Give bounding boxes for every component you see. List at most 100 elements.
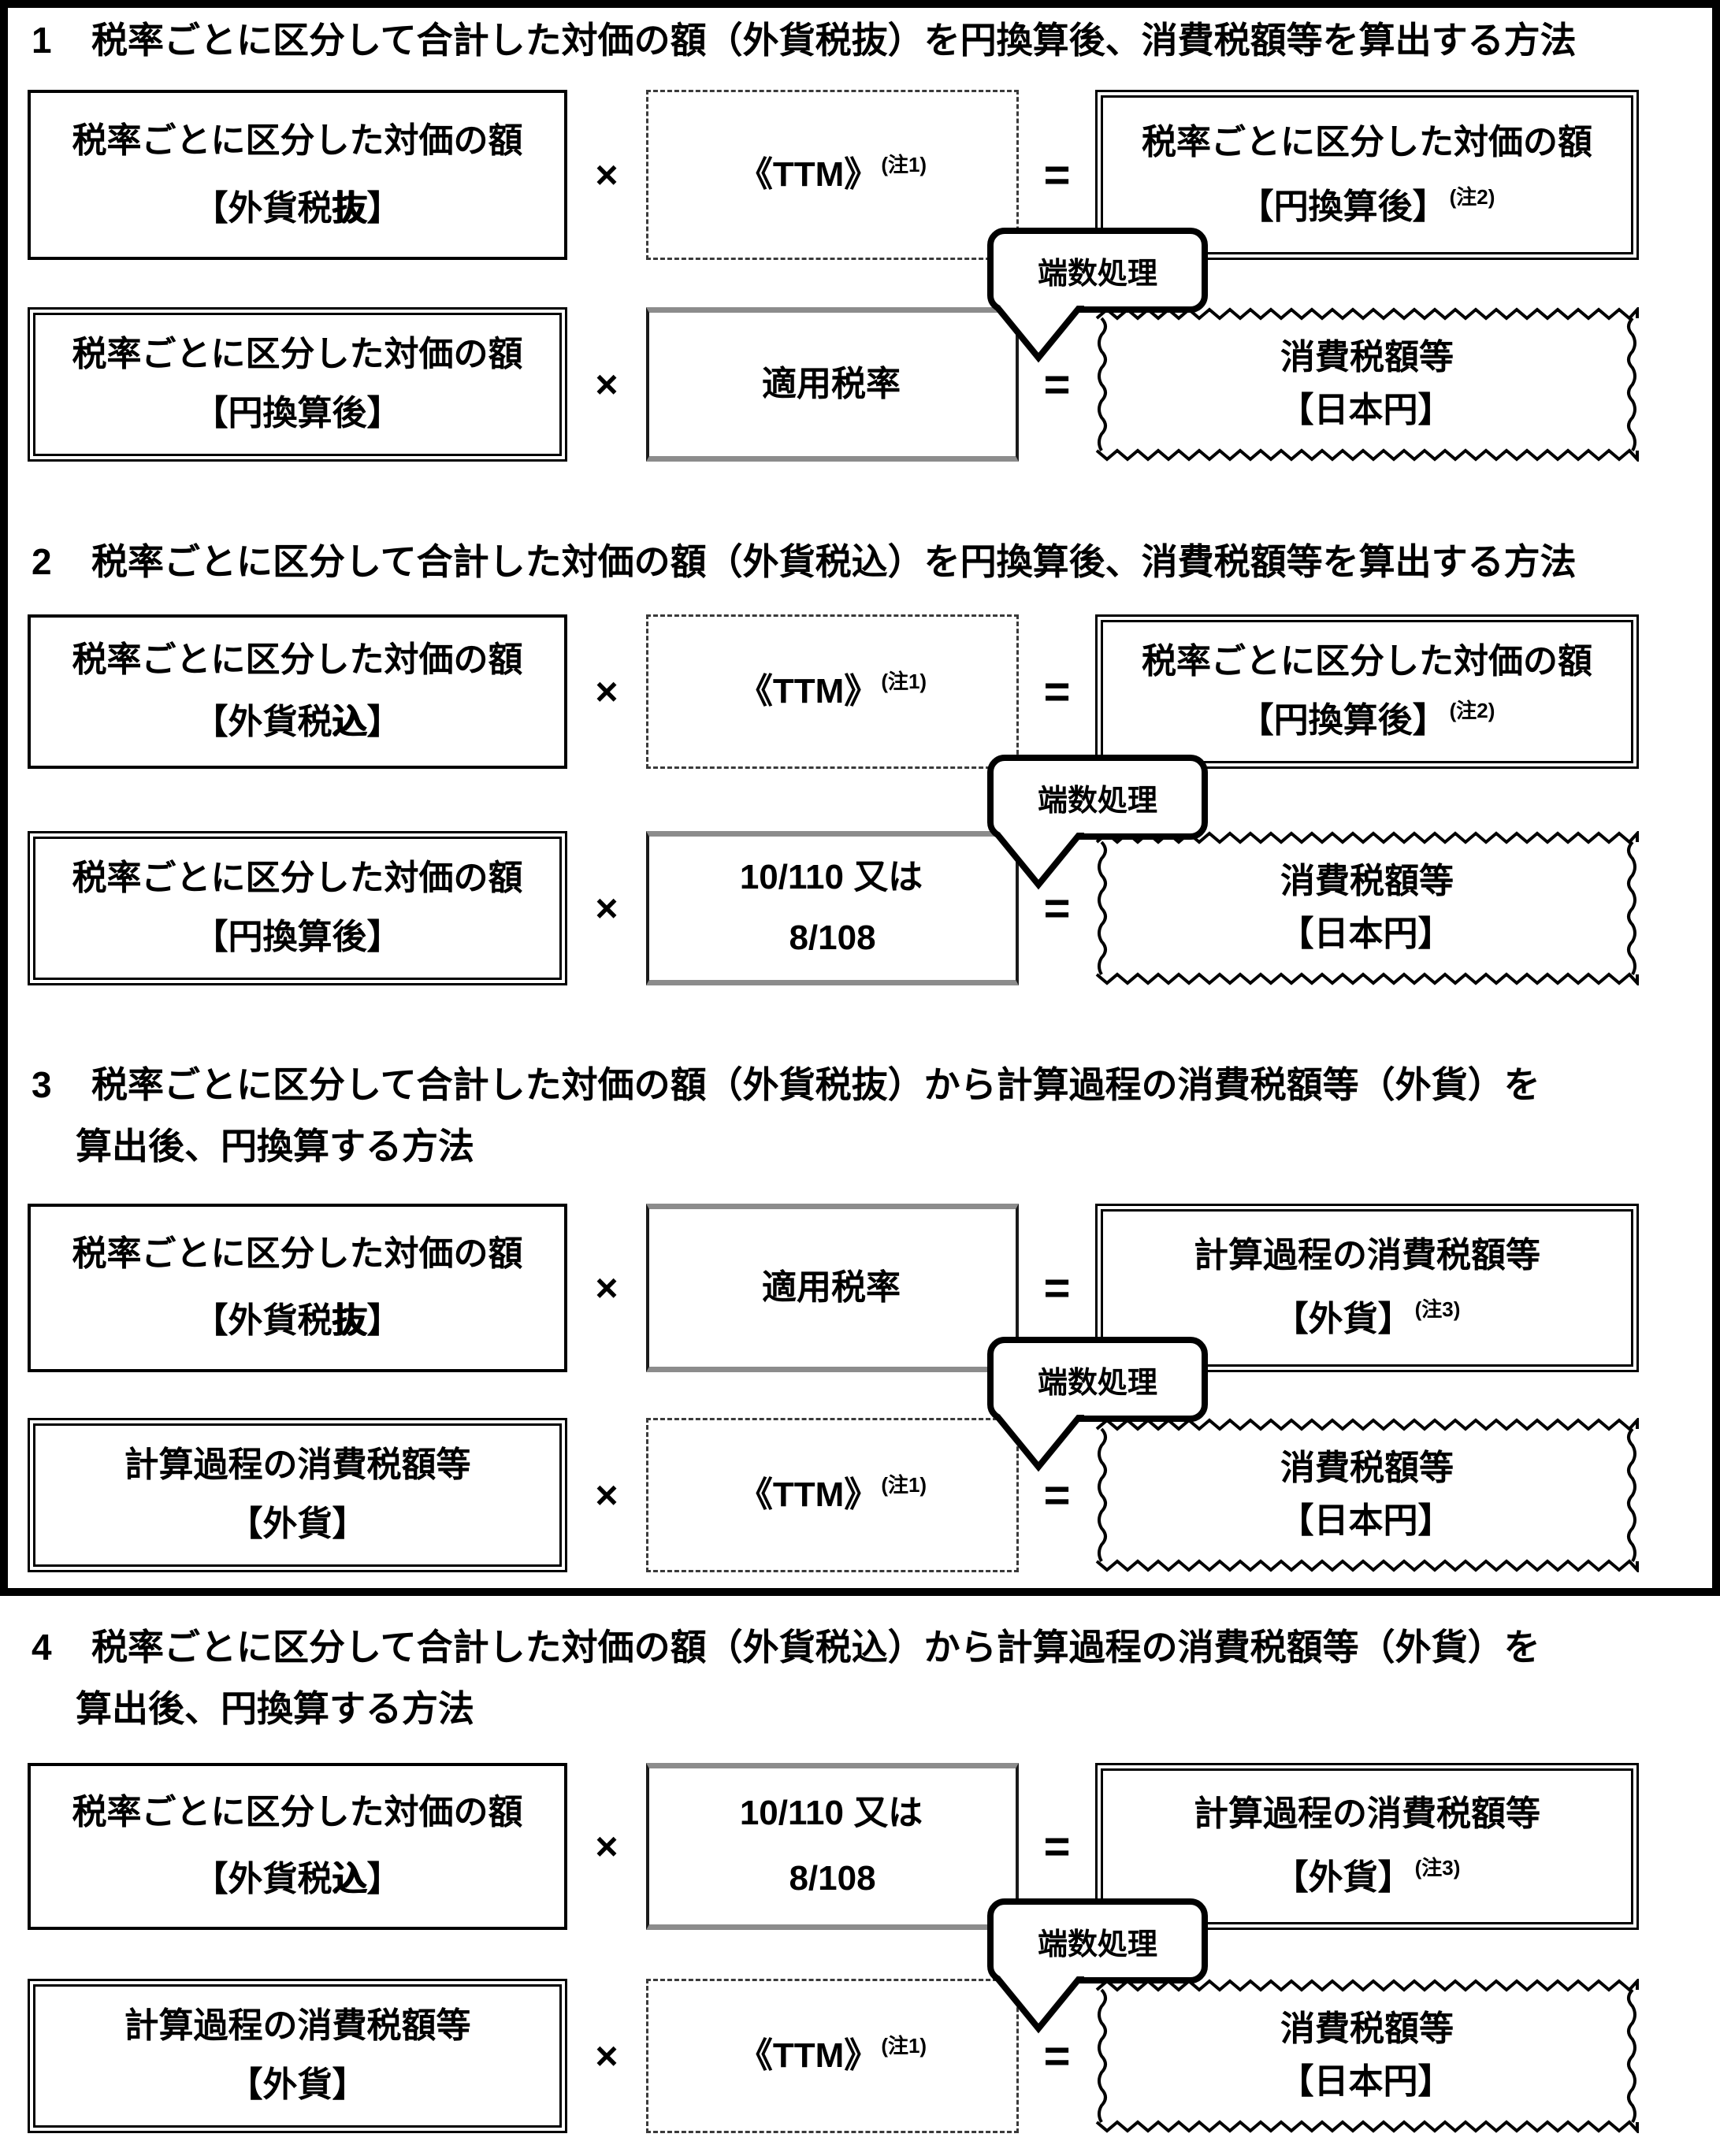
tax-amount-box: 消費税額等 【日本円】: [1095, 831, 1639, 985]
box-line2: 【外貨税込】: [193, 703, 402, 742]
note-superscript: (注1): [881, 1472, 927, 1497]
operand-box: 税率ごとに区分した対価の額 【外貨税抜】: [28, 90, 567, 260]
section-title-line2: 算出後、円換算する方法: [76, 1126, 474, 1167]
operand-box: 税率ごとに区分した対価の額 【外貨税込】: [28, 1763, 567, 1930]
formula-row-7: 税率ごとに区分した対価の額 【外貨税込】 × 10/110 又は 8/108 =…: [0, 1763, 1720, 1930]
section-number: 2: [32, 541, 52, 582]
box-line2: 【外貨税抜】: [193, 188, 402, 228]
callout-tail: [993, 1976, 1084, 2034]
box-line1: 税率ごとに区分した対価の額: [72, 1793, 523, 1832]
operand-box: 税率ごとに区分した対価の額 【外貨税込】: [28, 614, 567, 769]
equals-sign: =: [1043, 1469, 1071, 1521]
section-title-text: 税率ごとに区分して合計した対価の額（外貨税込）を円換算後、消費税額等を算出する方…: [91, 541, 1577, 582]
box-line2: 8/108: [789, 918, 876, 958]
rounding-callout: 端数処理: [987, 1898, 1208, 1983]
multiply-sign: ×: [595, 153, 619, 197]
ttm-rate-box: 《TTM》(注1): [646, 1979, 1019, 2133]
bold-char: 込: [332, 703, 367, 742]
rounding-callout-label: 端数処理: [1037, 1928, 1157, 1961]
box-line1: 消費税額等: [1280, 1448, 1454, 1487]
rounding-callout: 端数処理: [987, 755, 1208, 840]
fraction-rate-box: 10/110 又は 8/108: [646, 831, 1019, 985]
equals-sign: =: [1043, 1262, 1071, 1314]
box-line1: 適用税率: [762, 364, 901, 403]
formula-row-6: 計算過程の消費税額等 【外貨】 × 《TTM》(注1) = 消費税額等 【日本円…: [0, 1418, 1720, 1572]
formula-row-2: 税率ごとに区分した対価の額 【円換算後】 × 適用税率 = 消費税額等 【日本円…: [0, 307, 1720, 462]
rounding-callout: 端数処理: [987, 1337, 1208, 1422]
multiply-sign: ×: [595, 1824, 619, 1868]
box-line2: 【日本円】: [1279, 1501, 1453, 1541]
box-line1: 10/110 又は: [739, 1794, 923, 1833]
box-line2: 【外貨】(注3): [1273, 1856, 1461, 1898]
box-line1: 10/110 又は: [739, 857, 923, 896]
box-line1: 計算過程の消費税額等: [124, 1445, 471, 1484]
box-line2: 【円換算後】: [193, 918, 402, 957]
box-line2: 【外貨】: [228, 1505, 367, 1544]
box-line1: 《TTM》(注1): [737, 152, 927, 194]
box-line1: 税率ごとに区分した対価の額: [72, 334, 523, 373]
section-number: 1: [32, 20, 52, 61]
formula-row-3: 税率ごとに区分した対価の額 【外貨税込】 × 《TTM》(注1) = 税率ごとに…: [0, 614, 1720, 769]
section-title-text: 税率ごとに区分して合計した対価の額（外貨税込）から計算過程の消費税額等（外貨）を: [91, 1627, 1540, 1668]
ttm-rate-box: 《TTM》(注1): [646, 1418, 1019, 1572]
box-line2: 【外貨】: [228, 2065, 367, 2105]
equals-sign: =: [1043, 666, 1071, 718]
box-line2: 【外貨税込】: [193, 1860, 402, 1899]
box-line1: 税率ごとに区分した対価の額: [1142, 641, 1592, 681]
formula-row-1: 税率ごとに区分した対価の額 【外貨税抜】 × 《TTM》(注1) = 税率ごとに…: [0, 90, 1720, 260]
box-line2: 【円換算後】: [193, 394, 402, 433]
operand-box: 計算過程の消費税額等 【外貨】: [28, 1418, 567, 1572]
note-superscript: (注2): [1449, 699, 1495, 723]
bold-char: 抜: [332, 188, 367, 228]
box-line2: 8/108: [789, 1859, 876, 1898]
box-line1: 《TTM》(注1): [737, 669, 927, 711]
box-line2: 【日本円】: [1279, 2062, 1453, 2102]
callout-tail: [993, 833, 1084, 890]
note-superscript: (注2): [1449, 184, 1495, 209]
box-line2: 【日本円】: [1279, 391, 1453, 430]
section-title-line1: 4 税率ごとに区分して合計した対価の額（外貨税込）から計算過程の消費税額等（外貨）…: [32, 1616, 1540, 1678]
box-line1: 税率ごとに区分した対価の額: [72, 640, 523, 679]
box-line2: 【日本円】: [1279, 915, 1453, 954]
operand-box: 税率ごとに区分した対価の額 【円換算後】: [28, 831, 567, 985]
rounding-callout-label: 端数処理: [1037, 257, 1157, 291]
box-line1: 計算過程の消費税額等: [124, 2006, 471, 2045]
tax-amount-box: 消費税額等 【日本円】: [1095, 1418, 1639, 1572]
tax-amount-box: 消費税額等 【日本円】: [1095, 1979, 1639, 2133]
ttm-rate-box: 《TTM》(注1): [646, 614, 1019, 769]
rounding-callout-label: 端数処理: [1037, 784, 1157, 818]
bold-char: 込: [332, 1860, 367, 1899]
bold-char: 抜: [332, 1301, 367, 1341]
box-line1: 計算過程の消費税額等: [1194, 1235, 1540, 1275]
note-superscript: (注1): [881, 2033, 927, 2058]
box-line2: 【外貨税抜】: [193, 1301, 402, 1341]
box-line1: 税率ごとに区分した対価の額: [72, 1234, 523, 1273]
operand-box: 税率ごとに区分した対価の額 【円換算後】: [28, 307, 567, 462]
section-title-4: 4 税率ごとに区分して合計した対価の額（外貨税込）から計算過程の消費税額等（外貨）…: [32, 1616, 1540, 1739]
section-number: 4: [32, 1627, 52, 1668]
tax-rate-box: 適用税率: [646, 307, 1019, 462]
ttm-rate-box: 《TTM》(注1): [646, 90, 1019, 260]
tax-rate-box: 適用税率: [646, 1204, 1019, 1372]
rounding-callout-label: 端数処理: [1037, 1366, 1157, 1400]
section-title-2: 2 税率ごとに区分して合計した対価の額（外貨税込）を円換算後、消費税額等を算出する…: [32, 531, 1577, 592]
operand-box: 計算過程の消費税額等 【外貨】: [28, 1979, 567, 2133]
box-line1: 《TTM》(注1): [737, 1472, 927, 1514]
equals-sign: =: [1043, 2030, 1071, 2082]
section-title-text: 税率ごとに区分して合計した対価の額（外貨税抜）を円換算後、消費税額等を算出する方…: [91, 20, 1577, 61]
fraction-rate-box: 10/110 又は 8/108: [646, 1763, 1019, 1930]
rounding-callout: 端数処理: [987, 228, 1208, 313]
callout-tail: [993, 1415, 1084, 1472]
box-line1: 消費税額等: [1280, 337, 1454, 377]
multiply-sign: ×: [595, 670, 619, 714]
box-line2: 【円換算後】(注2): [1239, 184, 1495, 226]
callout-tail: [993, 306, 1084, 363]
box-line1: 計算過程の消費税額等: [1194, 1794, 1540, 1834]
section-title-line1: 2 税率ごとに区分して合計した対価の額（外貨税込）を円換算後、消費税額等を算出する…: [32, 531, 1577, 592]
box-line1: 《TTM》(注1): [737, 2033, 927, 2075]
formula-row-8: 計算過程の消費税額等 【外貨】 × 《TTM》(注1) = 消費税額等 【日本円…: [0, 1979, 1720, 2133]
note-superscript: (注3): [1414, 1297, 1461, 1322]
sections-1-3-frame: [0, 0, 1720, 1596]
